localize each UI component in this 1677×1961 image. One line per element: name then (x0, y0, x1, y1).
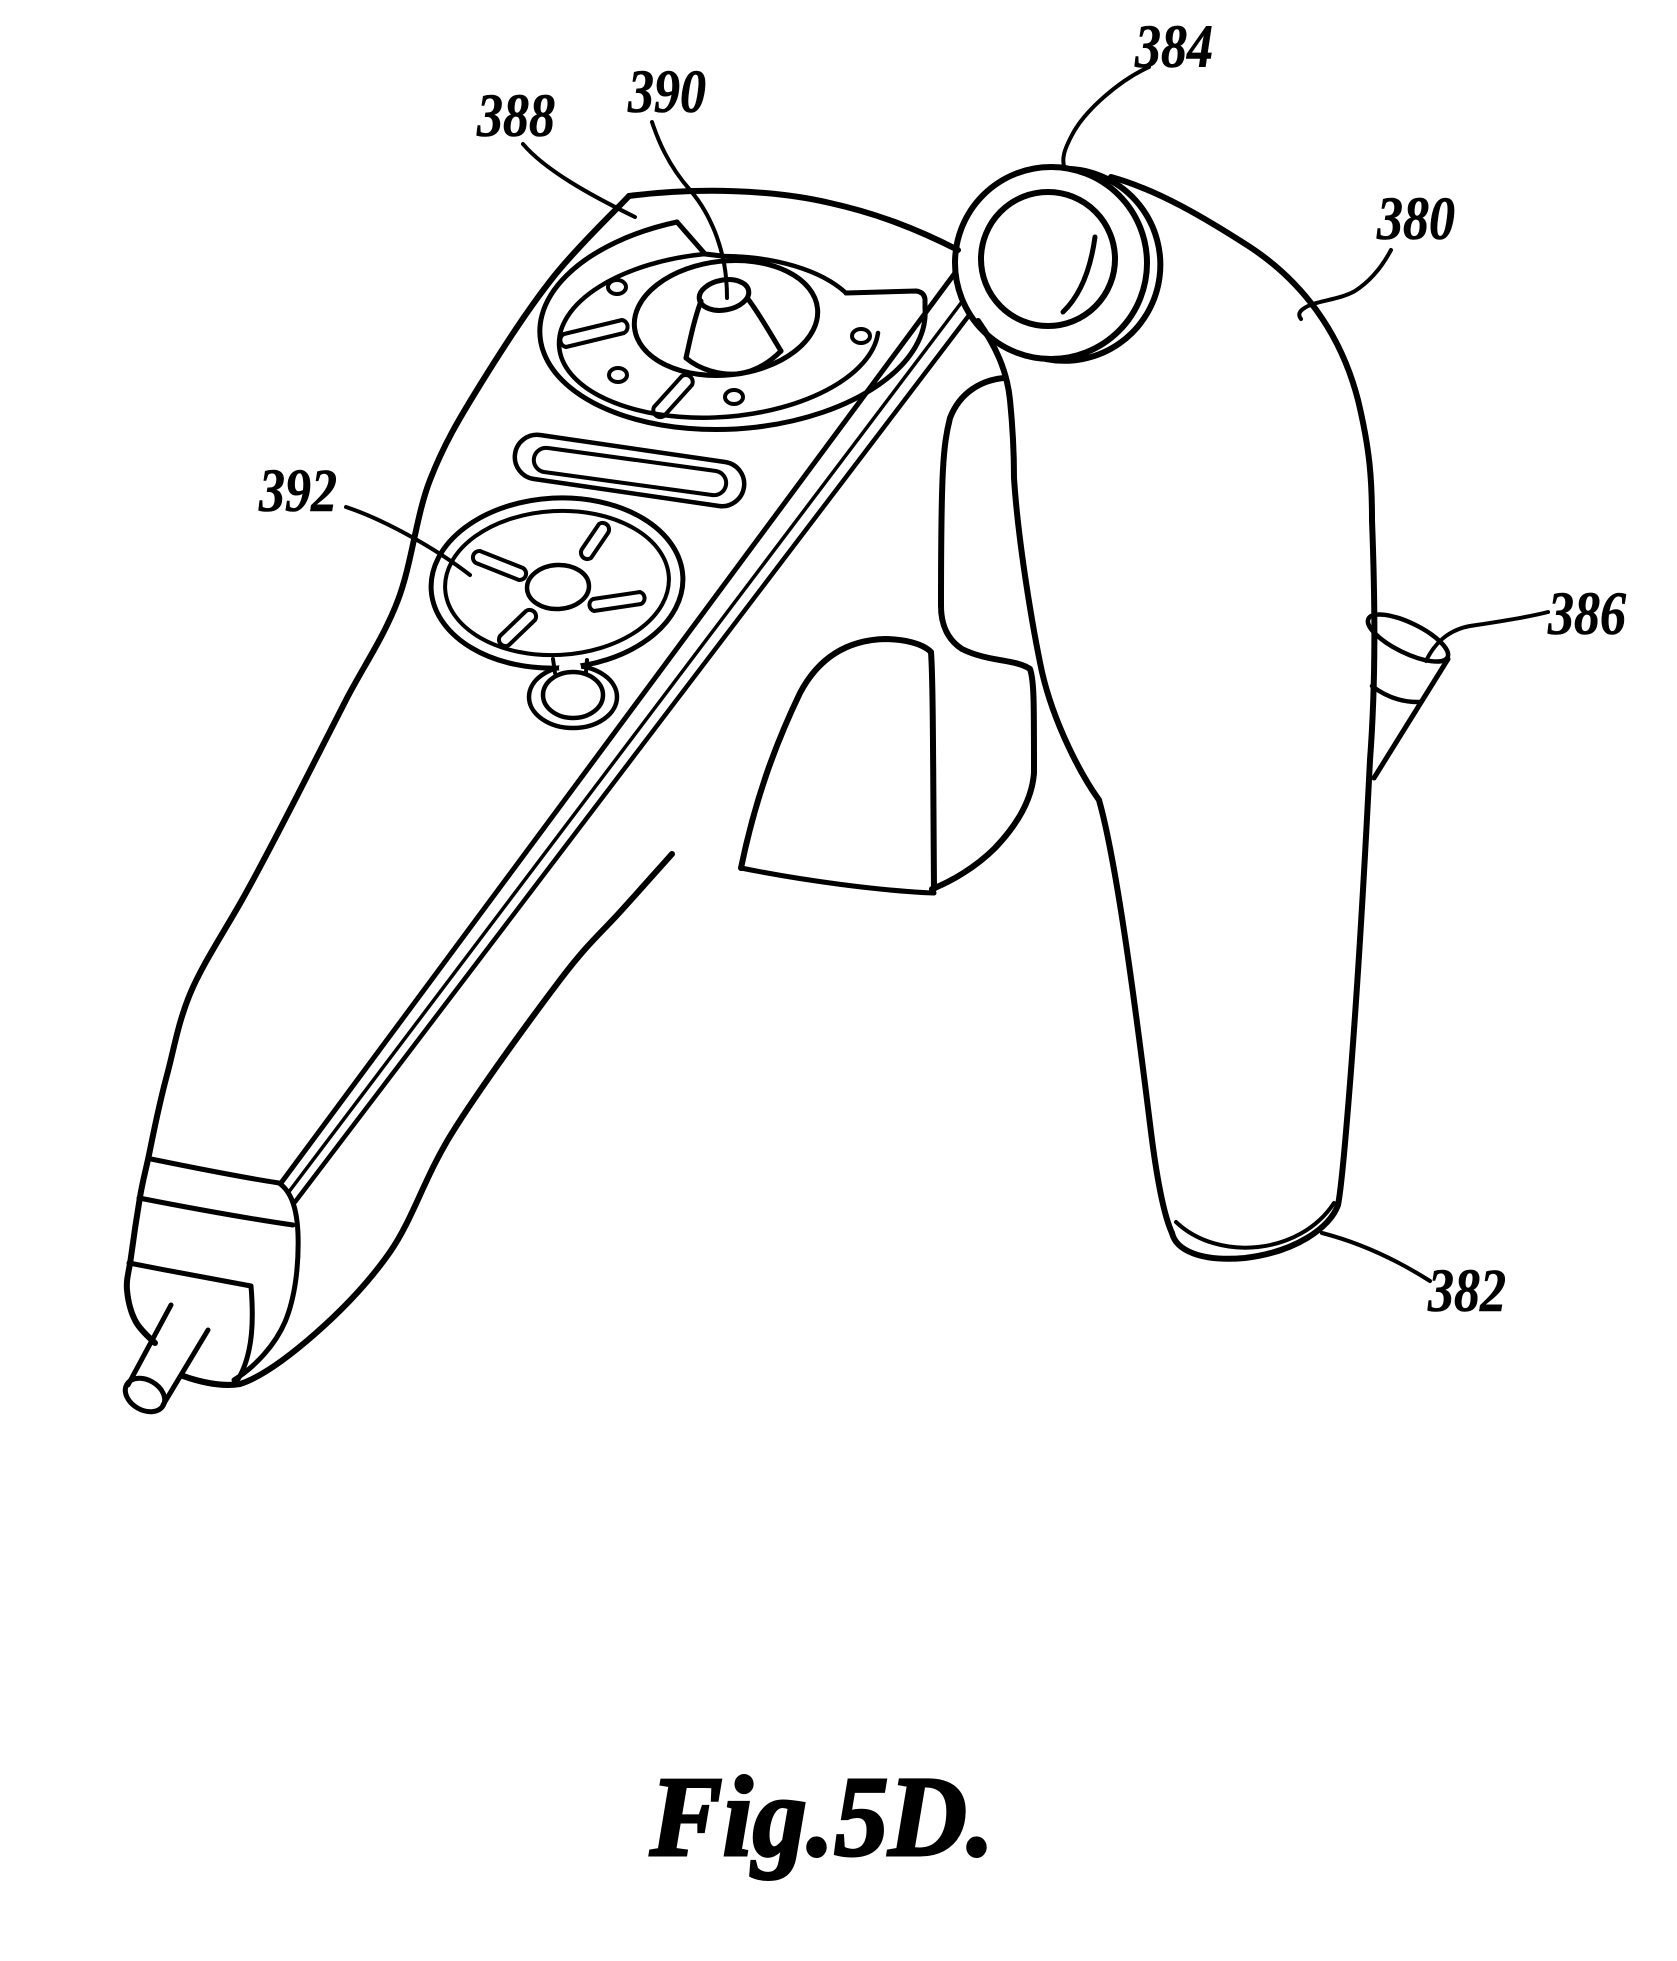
svg-text:382: 382 (1427, 1258, 1506, 1325)
svg-text:390: 390 (627, 59, 706, 126)
svg-text:386: 386 (1547, 581, 1626, 648)
svg-text:380: 380 (1376, 186, 1455, 253)
svg-text:Fig.5D.: Fig.5D. (649, 1753, 994, 1880)
svg-text:384: 384 (1134, 14, 1213, 81)
svg-text:392: 392 (258, 458, 337, 525)
svg-text:388: 388 (476, 83, 555, 150)
